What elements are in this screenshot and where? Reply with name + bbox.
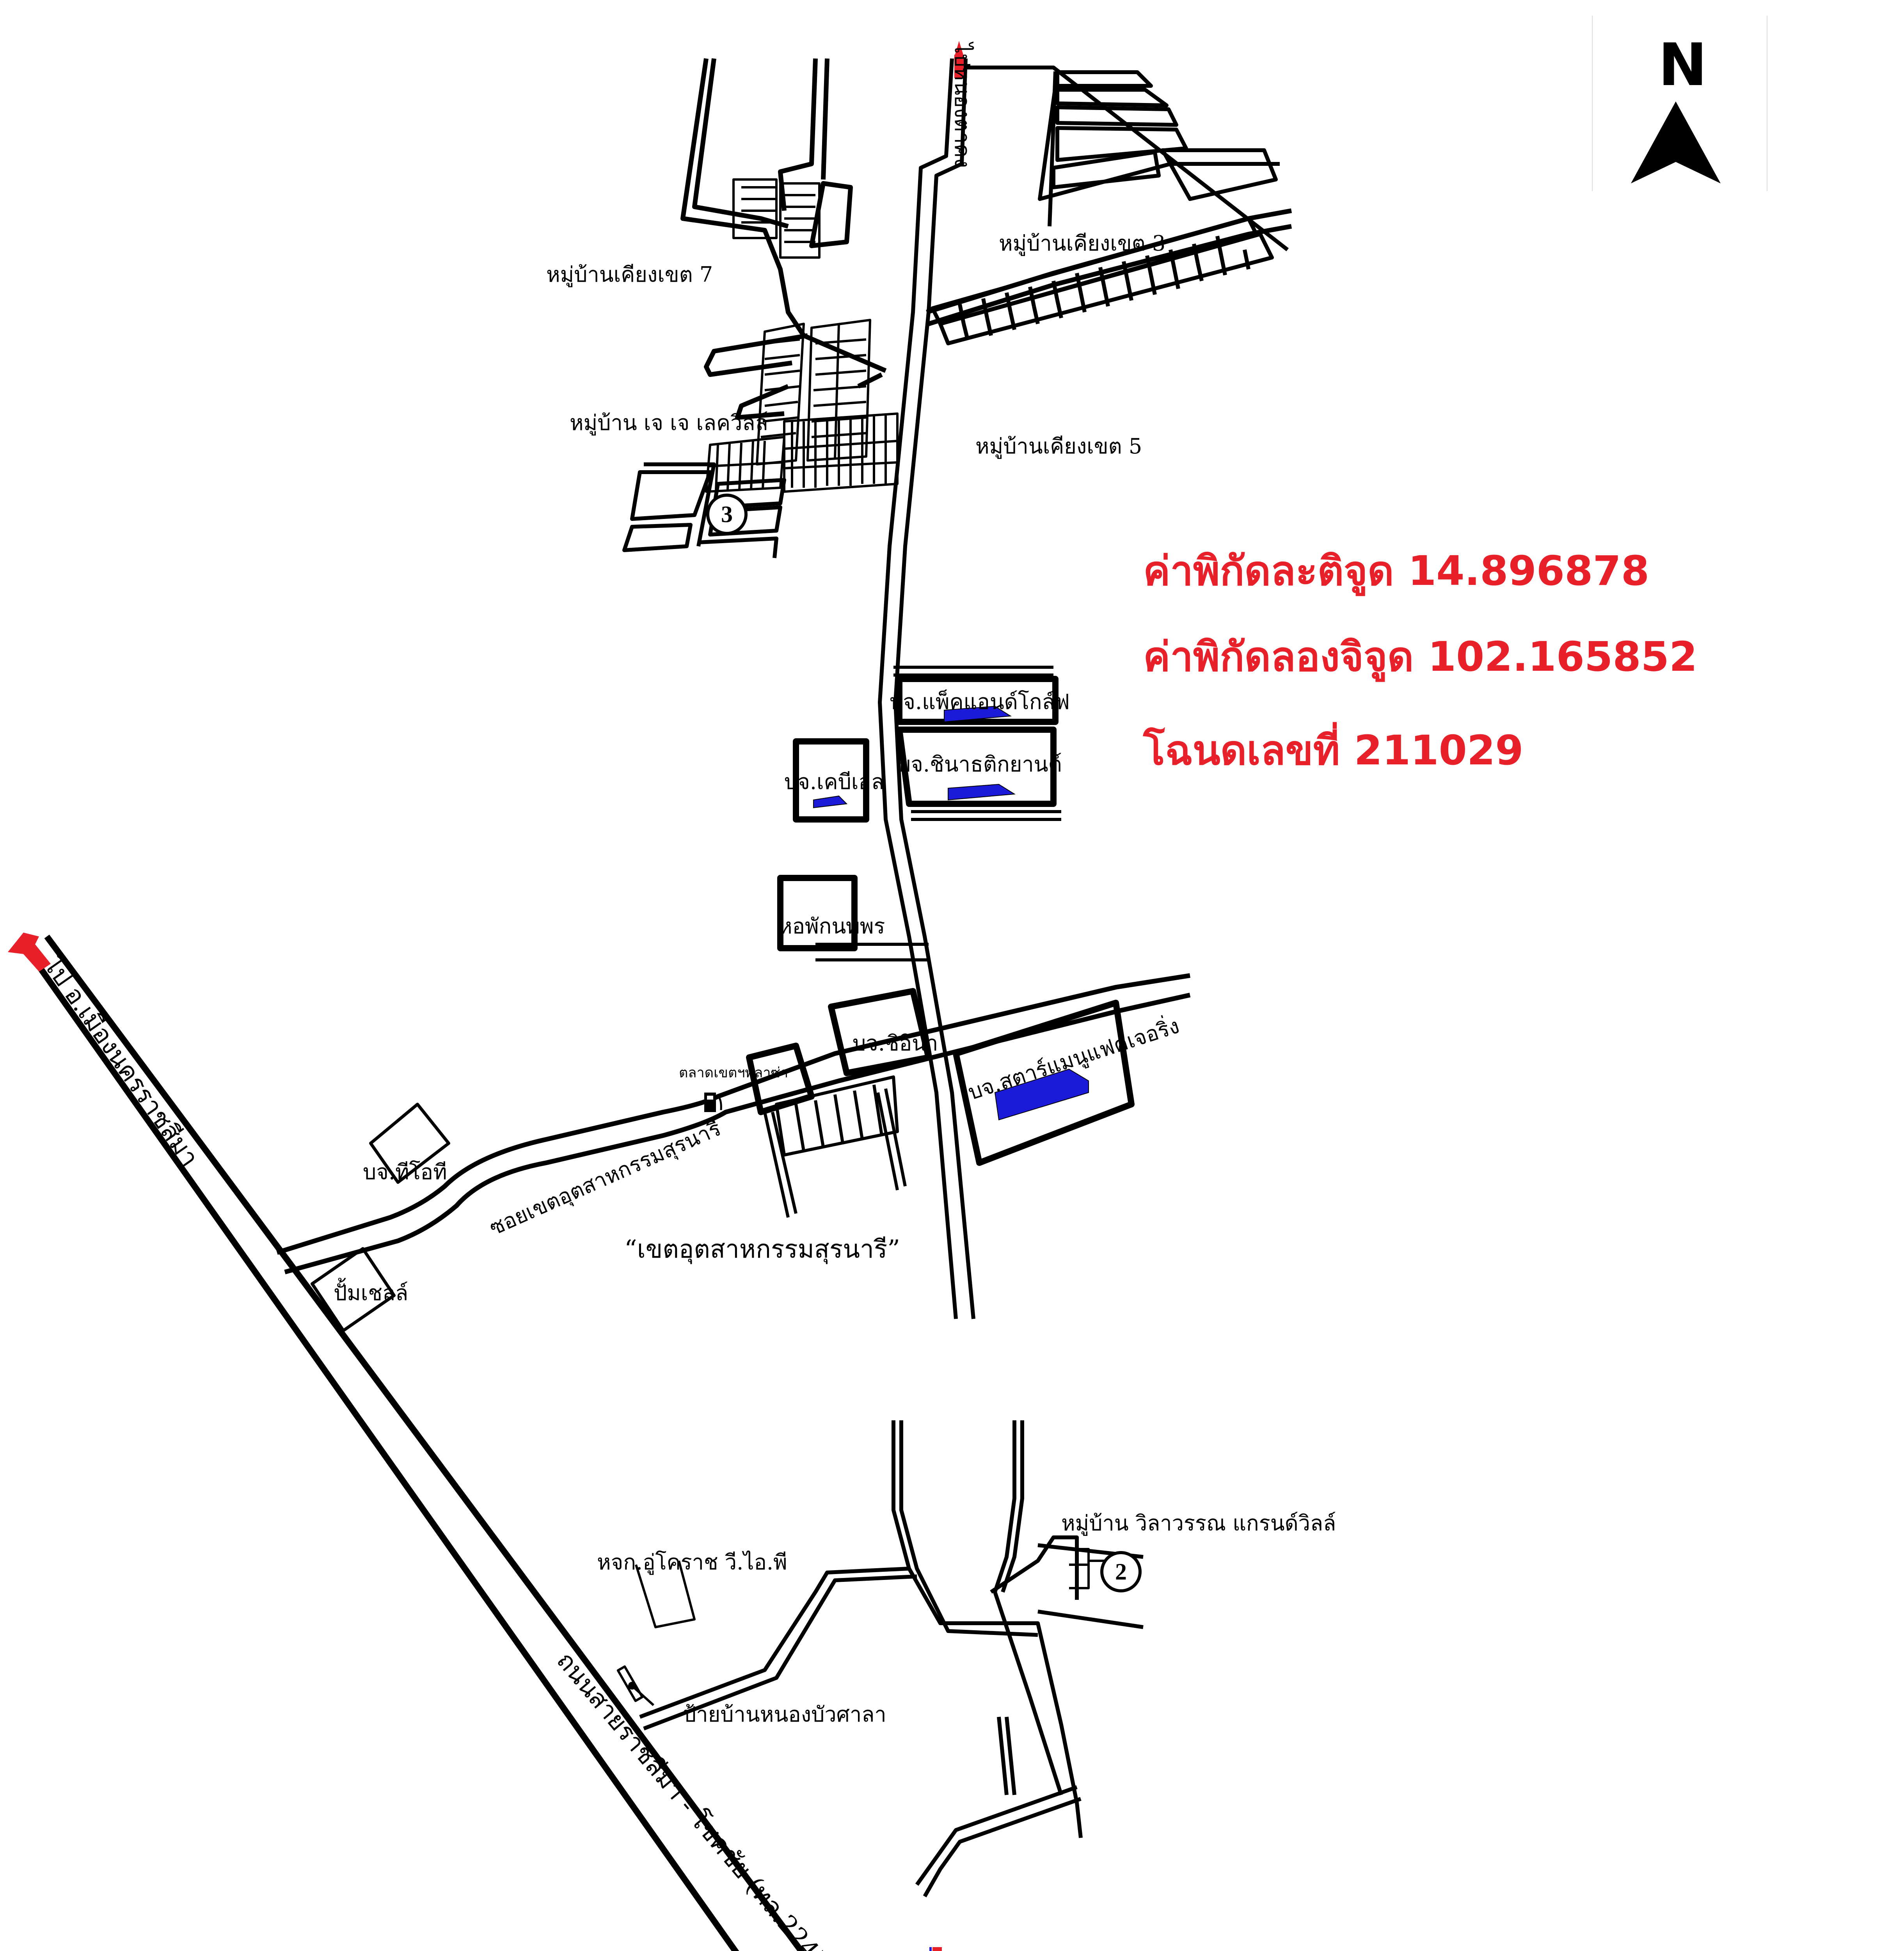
west-parcels — [622, 462, 786, 558]
north-arrow-icon — [1631, 101, 1721, 183]
latitude-label: ค่าพิกัดละติจูด 14.896878 — [1143, 547, 1650, 595]
label-village-jj-lakeville: หมู่บ้าน เจ เจ เลควิลล์ — [570, 410, 768, 435]
north-arrow: N — [1592, 16, 1767, 191]
highway-224 — [21, 935, 805, 1951]
label-dorm-nopporn: หอพักนพพร — [778, 914, 885, 938]
north-south-road — [878, 58, 975, 1319]
label-village-7: หมู่บ้านเคียงเขต 7 — [546, 262, 713, 287]
label-shop-korat-vip: หจก.อู่โคราช วี.ไอ.พี — [597, 1550, 787, 1574]
label-company-pack-and-golf: บจ.แพ็คแอนด์โกล์ฟ — [890, 689, 1070, 714]
label-bus-stop-nong-bua-sala: ป้ายบ้านหนองบัวศาลา — [683, 1702, 886, 1727]
label-village-wilawan-grandville: หมู่บ้าน วิลาวรรณ แกรนด์วิลล์ — [1061, 1511, 1336, 1535]
longitude-label: ค่าพิกัดลองจิจูด 102.165852 — [1143, 633, 1698, 681]
label-company-kbl: บจ.เคบีเอล — [784, 769, 884, 794]
label-village-5: หมู่บ้านเคียงเขต 5 — [975, 434, 1142, 458]
label-market-plaza: ตลาดเขตฯพลาซ่า — [679, 1065, 789, 1081]
label-shell-station: ปั้มเชลล์ — [334, 1281, 409, 1305]
south-roads — [639, 1420, 1144, 1898]
soi-road — [276, 973, 1191, 1274]
gas-station-icon — [704, 1093, 722, 1112]
comparable-marker-3: 3 — [706, 494, 748, 535]
label-industrial-zone: “เขตอุตสาหกรรมสุรนารี” — [624, 1235, 900, 1264]
arrow-to-korat — [8, 933, 51, 972]
label-village-3: หมู่บ้านเคียงเขต 3 — [999, 231, 1166, 256]
label-company-tot: บจ.ทีโอที — [363, 1160, 447, 1184]
thai-flag-icon — [929, 1947, 942, 1951]
label-company-chinat: บจ.ชินาธติกยานต์ — [897, 752, 1062, 776]
direction-label-nong-ta-khong: ไปหนองตาคง — [950, 43, 975, 168]
north-letter: N — [1658, 31, 1707, 99]
label-company-chiina: บจ.ชิอิน่า — [853, 1031, 938, 1055]
comparable-marker-2: 2 — [1100, 1551, 1142, 1592]
factory-building-icons — [813, 705, 1089, 1121]
deed-number-label: โฉนดเลขที่ 211029 — [1143, 727, 1524, 774]
house-blocks-north — [705, 178, 899, 493]
village-3-blocks — [931, 66, 1289, 345]
